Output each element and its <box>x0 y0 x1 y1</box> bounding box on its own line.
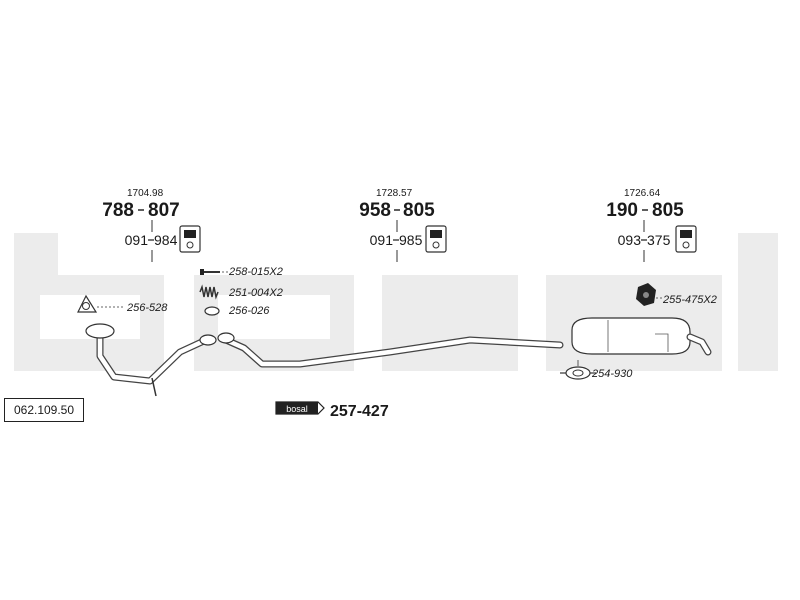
clamp-icon <box>560 366 596 380</box>
group-3-main-part-a: 190 <box>606 200 638 221</box>
group-1-main-part-a: 788 <box>102 200 134 221</box>
part-group-3: 1726.64 190 805 093 375 <box>606 188 697 262</box>
nut-icon <box>636 283 656 306</box>
assembly-reference: 062.109.50 <box>4 398 84 422</box>
clamp-label: 254-930 <box>591 368 633 380</box>
group-2-hanger-icon <box>425 225 447 253</box>
part-group-1: 1704.98 788 807 091 984 <box>102 188 201 262</box>
bolt-icon <box>200 269 220 275</box>
group-1-small-label: 1704.98 <box>127 188 164 199</box>
ring-label: 256-026 <box>228 305 270 317</box>
bolt-label: 258-015X2 <box>228 266 283 278</box>
front-pipe <box>85 323 217 397</box>
group-2-main-part-b: 805 <box>403 200 435 221</box>
nut-label: 255-475X2 <box>662 294 717 306</box>
group-3-hanger-part-a: 093 <box>618 232 642 248</box>
spring-icon <box>199 284 219 300</box>
middle-pipe <box>217 332 564 368</box>
group-3-small-label: 1726.64 <box>624 188 661 199</box>
kit-part-number: 257-427 <box>330 403 389 420</box>
group-3-hanger-icon <box>675 225 697 253</box>
gasket-label: 256-528 <box>126 302 168 314</box>
rear-silencer <box>571 317 712 356</box>
ring-icon <box>204 306 220 316</box>
spring-label: 251-004X2 <box>228 287 283 299</box>
group-2-main-part-a: 958 <box>359 200 391 221</box>
group-1-hanger-part-b: 984 <box>154 232 178 248</box>
kit-logo: bosal <box>286 404 308 414</box>
mounting-kit: bosal 257-427 <box>275 401 389 420</box>
group-1-hanger-icon <box>179 225 201 253</box>
group-3-hanger-part-b: 375 <box>647 232 671 248</box>
group-2-small-label: 1728.57 <box>376 188 413 199</box>
group-1-hanger-part-a: 091 <box>125 232 149 248</box>
group-3-main-part-b: 805 <box>652 200 684 221</box>
group-1-main-part-b: 807 <box>148 200 180 221</box>
gasket-icon <box>77 294 98 313</box>
group-2-hanger-part-b: 985 <box>399 232 423 248</box>
part-group-2: 1728.57 958 805 091 985 <box>359 188 447 262</box>
group-2-hanger-part-a: 091 <box>370 232 394 248</box>
